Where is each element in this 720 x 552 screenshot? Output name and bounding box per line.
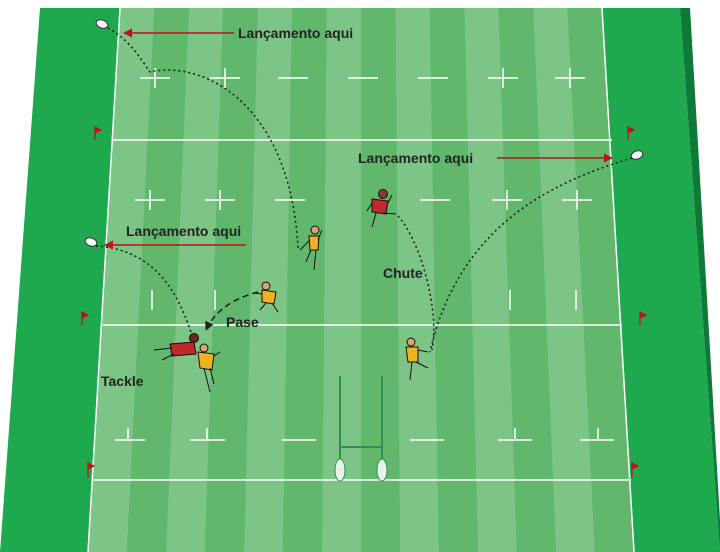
label-throw-in-right: Lançamento aqui: [358, 150, 473, 166]
label-kick: Chute: [383, 265, 423, 281]
label-throw-in-left: Lançamento aqui: [126, 223, 241, 239]
label-throw-in-top: Lançamento aqui: [238, 25, 353, 41]
label-tackle: Tackle: [101, 373, 144, 389]
field-stripes: [88, 8, 634, 552]
label-pass: Pase: [226, 314, 259, 330]
